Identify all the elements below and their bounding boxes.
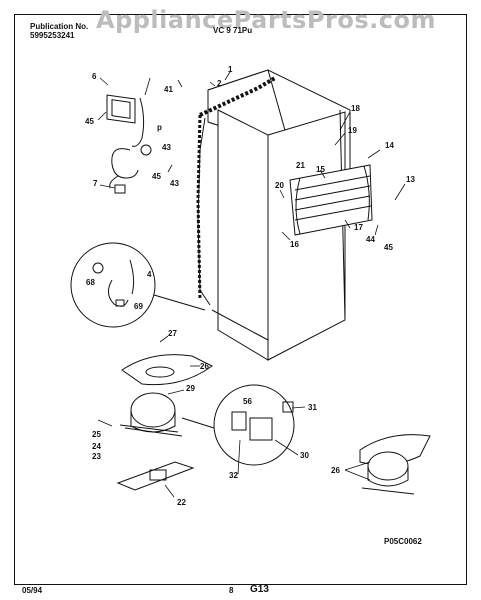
callout-22: 22: [177, 498, 186, 507]
callout-44: 44: [366, 235, 375, 244]
model-number: VC 9 71Pu: [213, 26, 253, 35]
callout-25: 25: [92, 430, 101, 439]
callout-15: 15: [316, 165, 325, 174]
footer-page: 8: [229, 586, 234, 595]
callout-45a: 45: [85, 117, 94, 126]
callout-labels: 1 2 4 6 7 13 14 15 16 17 18 19 20 21 22 …: [85, 65, 415, 507]
callout-7: 7: [93, 179, 98, 188]
callout-27: 27: [168, 329, 177, 338]
callout-6: 6: [92, 72, 97, 81]
callout-23: 23: [92, 452, 101, 461]
leader-lines: [97, 71, 406, 498]
footer-section: G13: [250, 584, 269, 595]
compressor: [119, 392, 183, 437]
publication-label: Publication No.: [30, 22, 89, 31]
callout-2: 2: [217, 79, 222, 88]
callout-24: 24: [92, 442, 101, 451]
callout-41: 41: [164, 85, 173, 94]
callout-14: 14: [385, 141, 394, 150]
compressor-alt: [359, 434, 431, 495]
footer-date: 05/94: [22, 586, 43, 595]
callout-56: 56: [243, 397, 252, 406]
callout-18: 18: [351, 104, 360, 113]
callout-68: 68: [86, 278, 95, 287]
callout-32: 32: [229, 471, 238, 480]
callout-29: 29: [186, 384, 195, 393]
callout-20: 20: [275, 181, 284, 190]
callout-17: 17: [354, 223, 363, 232]
callout-26b: 26: [331, 466, 340, 475]
callout-43b: 43: [170, 179, 179, 188]
callout-1: 1: [228, 65, 233, 74]
callout-45c: 45: [384, 243, 393, 252]
watermark: AppliancePartsPros.com: [96, 6, 436, 34]
callout-45b: 45: [152, 172, 161, 181]
base-pan: [121, 354, 213, 386]
callout-4: 4: [147, 270, 152, 279]
thermostat-detail: [70, 242, 206, 328]
page-border: [14, 14, 467, 585]
callout-p: p: [157, 123, 162, 132]
callout-43: 43: [162, 143, 171, 152]
publication-number: 5995253241: [30, 31, 75, 40]
callout-30: 30: [300, 451, 309, 460]
diagram-code: P05C0062: [384, 537, 422, 546]
callout-26: 26: [200, 362, 209, 371]
mounting-bracket: [116, 461, 195, 491]
callout-21: 21: [296, 161, 305, 170]
door-gasket: [196, 76, 277, 301]
callout-31: 31: [308, 403, 317, 412]
control-assembly: [106, 94, 152, 194]
callout-13: 13: [406, 175, 415, 184]
callout-69: 69: [134, 302, 143, 311]
condenser-coil: [289, 164, 373, 236]
callout-19: 19: [348, 126, 357, 135]
relay-detail: [181, 384, 295, 466]
callout-16: 16: [290, 240, 299, 249]
